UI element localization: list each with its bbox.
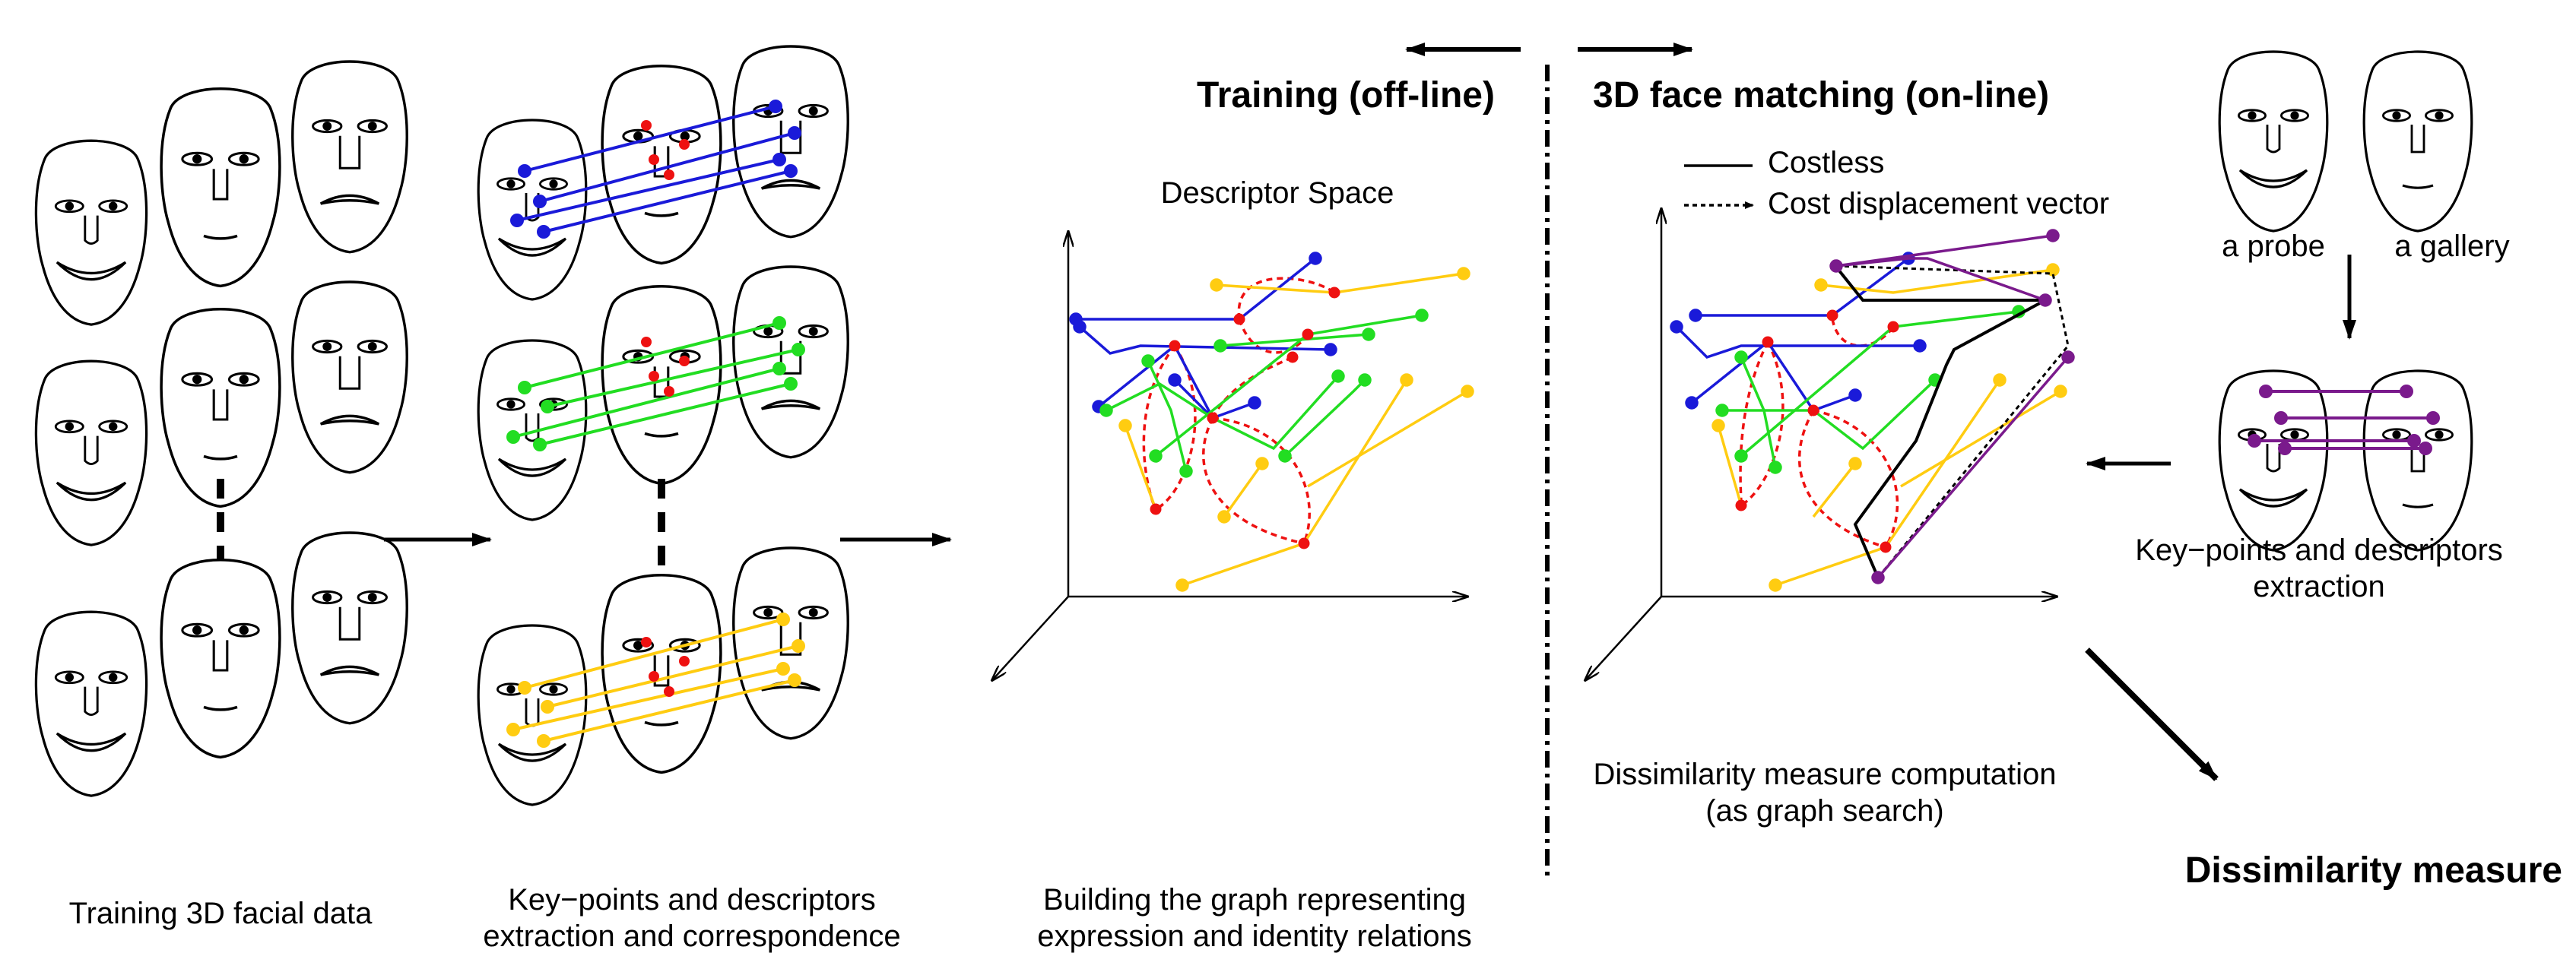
descriptor-space-label: Descriptor Space bbox=[1160, 176, 1394, 210]
probe-path-purple bbox=[1829, 229, 2075, 584]
training-data-label: Training 3D facial data bbox=[68, 897, 373, 930]
gallery-label: a gallery bbox=[2394, 230, 2510, 263]
training-header: Training (off-line) bbox=[1197, 75, 1495, 116]
building-graph-label-line2: expression and identity relations bbox=[1037, 920, 1472, 953]
dissimilarity-measure-label: Dissimilarity measure bbox=[2184, 850, 2562, 891]
face-icon bbox=[2218, 369, 2473, 552]
axis-z bbox=[992, 596, 1069, 680]
face-icon bbox=[2218, 50, 2473, 233]
probe-gallery-keypoints bbox=[2218, 369, 2473, 552]
series-blue bbox=[1069, 252, 1337, 420]
nodes-red bbox=[1150, 287, 1340, 549]
axis-z bbox=[1585, 596, 1662, 680]
legend bbox=[1684, 164, 1754, 209]
kp-correspondence-label-line1: Key−points and descriptors bbox=[508, 883, 876, 917]
training-faces-column bbox=[34, 60, 408, 797]
keypoint-faces-column bbox=[477, 45, 849, 806]
correspondence-lines-blue bbox=[510, 100, 801, 239]
probe-label: a probe bbox=[2222, 230, 2325, 263]
kp-extraction-label-line2: extraction bbox=[2253, 570, 2385, 603]
dissimilarity-computation-label-line1: Dissimilarity measure computation bbox=[1593, 758, 2057, 791]
legend-cost-label: Cost displacement vector bbox=[1768, 187, 2110, 220]
correspondence-lines-green bbox=[506, 316, 805, 451]
probe-gallery-faces bbox=[2218, 50, 2473, 233]
legend-costless-label: Costless bbox=[1768, 146, 1885, 179]
descriptor-space-graph bbox=[992, 232, 1474, 680]
correspondence-lines-yellow bbox=[506, 613, 805, 748]
flow-arrow-diagonal bbox=[2085, 647, 2219, 781]
graph-search-path bbox=[1831, 261, 2070, 578]
kp-correspondence-label-line2: extraction and correspondence bbox=[483, 920, 901, 953]
building-graph-label-line1: Building the graph representing bbox=[1043, 883, 1466, 917]
matching-graph bbox=[1585, 209, 2075, 680]
kp-extraction-label-line1: Key−points and descriptors bbox=[2135, 533, 2503, 567]
dissimilarity-computation-label-line2: (as graph search) bbox=[1705, 794, 1944, 828]
face-icon bbox=[34, 531, 408, 797]
matching-header: 3D face matching (on-line) bbox=[1593, 75, 2050, 116]
